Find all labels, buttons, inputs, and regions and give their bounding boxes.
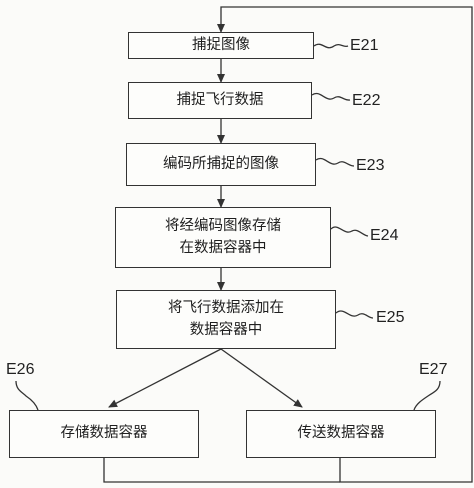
step-e25-line2: 数据容器中 (189, 321, 263, 338)
step-e26-text: 存储数据容器 (60, 425, 148, 442)
step-e21-text: 捕捉图像 (192, 36, 250, 53)
store-bottom-line (103, 458, 340, 483)
leader-e21 (313, 43, 349, 49)
step-e25-box: 将飞行数据添加在 数据容器中 (116, 290, 336, 349)
label-e24: E24 (370, 227, 399, 244)
step-e27-box: 传送数据容器 (246, 410, 436, 458)
label-e22: E22 (352, 92, 381, 109)
step-e26-box: 存储数据容器 (9, 410, 199, 458)
label-e27: E27 (419, 361, 448, 378)
leader-e22 (311, 92, 351, 101)
step-e24-line2: 在数据容器中 (179, 239, 267, 256)
leader-e25 (335, 310, 374, 319)
step-e24-box: 将经编码图像存储 在数据容器中 (115, 207, 331, 268)
label-e26: E26 (6, 361, 35, 378)
leader-e27 (413, 380, 441, 411)
arrow-e25-e27 (220, 348, 303, 408)
loop-back-line (217, 6, 473, 483)
step-e22-text: 捕捉飞行数据 (176, 91, 264, 108)
step-e24-line1: 将经编码图像存储 (165, 218, 281, 235)
leader-e23 (315, 157, 355, 167)
step-e21-box: 捕捉图像 (128, 32, 314, 59)
leader-e24 (330, 226, 369, 237)
arrow-e25-e26 (108, 348, 222, 408)
step-e23-box: 编码所捕捉的图像 (126, 143, 316, 186)
leader-e26 (15, 380, 39, 411)
step-e27-text: 传送数据容器 (297, 425, 385, 442)
step-e25-line1: 将飞行数据添加在 (168, 300, 284, 317)
step-e22-box: 捕捉飞行数据 (128, 82, 312, 119)
label-e21: E21 (350, 37, 379, 54)
label-e23: E23 (356, 157, 385, 174)
label-e25: E25 (376, 309, 405, 326)
step-e23-text: 编码所捕捉的图像 (163, 155, 279, 172)
